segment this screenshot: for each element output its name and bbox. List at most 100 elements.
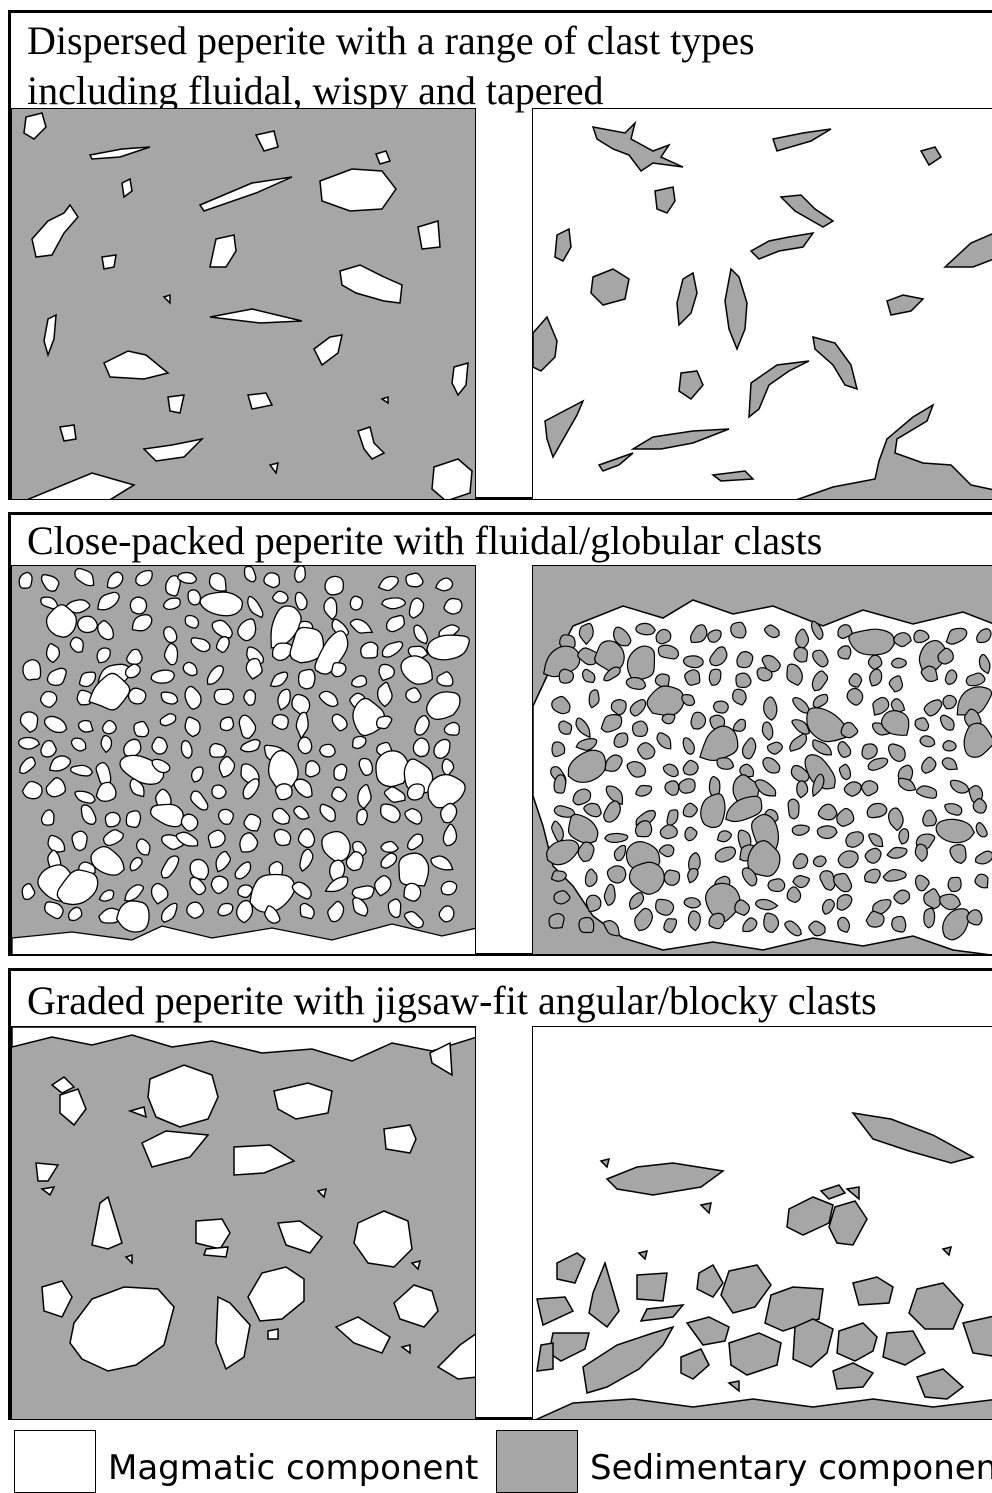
clast <box>78 616 98 632</box>
clast <box>127 649 142 664</box>
clast <box>381 853 396 868</box>
clast <box>98 592 119 609</box>
clast <box>152 884 168 904</box>
clast <box>552 742 565 757</box>
clast <box>81 805 95 824</box>
clast <box>48 836 64 852</box>
clast <box>151 670 174 683</box>
clast <box>559 669 573 683</box>
clast <box>274 829 290 845</box>
clast <box>124 739 141 756</box>
clast <box>319 691 337 706</box>
clast <box>214 689 233 704</box>
clast <box>409 598 423 618</box>
clast <box>126 811 140 827</box>
clast <box>353 898 368 916</box>
clast <box>306 761 320 777</box>
clast <box>235 862 251 879</box>
clast <box>181 741 192 758</box>
clast <box>685 670 700 685</box>
clast <box>271 672 288 686</box>
clast <box>375 876 391 896</box>
clast <box>164 627 177 643</box>
clast <box>151 804 184 826</box>
top-magmatic-margin <box>12 1027 476 1061</box>
clast <box>185 686 201 709</box>
clast <box>441 881 456 894</box>
clast <box>443 824 456 845</box>
clast <box>381 804 400 822</box>
clast <box>439 906 454 922</box>
sedimentary-host-sketch <box>532 1026 992 1420</box>
clast <box>377 716 392 728</box>
clast <box>427 692 460 719</box>
clast <box>183 662 197 675</box>
clast <box>190 877 206 894</box>
clast <box>399 853 429 886</box>
clast <box>664 870 679 885</box>
clast <box>414 625 427 643</box>
clast <box>655 674 669 687</box>
magmatic-swatch <box>14 1430 96 1493</box>
clast <box>71 765 93 776</box>
clast <box>47 668 66 685</box>
clast <box>431 856 453 870</box>
clast <box>161 856 178 878</box>
clast <box>295 592 307 609</box>
clast <box>91 847 124 876</box>
panel-title: Close-packed peperite with fluidal/globu… <box>27 517 822 565</box>
clast <box>70 637 83 652</box>
magmatic-clasts <box>24 113 472 500</box>
clast <box>427 635 469 660</box>
clast <box>404 912 423 928</box>
clast <box>69 907 82 920</box>
clast <box>549 914 564 928</box>
clast <box>384 787 405 802</box>
magmatic-clasts <box>36 1043 476 1379</box>
clast <box>244 566 255 581</box>
clast <box>165 644 178 665</box>
clast <box>731 622 746 638</box>
clast <box>220 717 233 730</box>
clast <box>273 808 290 824</box>
clast <box>292 882 311 899</box>
clast <box>20 712 37 732</box>
clast <box>219 809 234 824</box>
clast <box>415 716 429 735</box>
clast <box>208 830 225 847</box>
clast <box>579 917 594 932</box>
clast <box>554 891 570 904</box>
clast <box>19 737 40 749</box>
clast <box>207 666 223 684</box>
clast <box>243 779 259 799</box>
clast <box>211 876 228 893</box>
clast <box>161 692 177 704</box>
clast <box>241 740 260 752</box>
panel-title: Dispersed peperite with a range of clast… <box>27 17 755 65</box>
clast-field-2 <box>533 566 992 955</box>
clast <box>633 721 648 736</box>
clast <box>326 877 348 892</box>
clast <box>97 648 110 663</box>
magmatic-clasts <box>12 566 476 955</box>
clast <box>387 616 405 632</box>
clast <box>132 615 151 631</box>
clast <box>264 573 279 588</box>
clast <box>185 615 198 628</box>
clast <box>322 832 350 863</box>
sedimentary-legend-label: Sedimentary component <box>590 1448 992 1488</box>
clast <box>129 688 146 704</box>
clast <box>605 833 628 842</box>
clast <box>656 629 671 643</box>
clast <box>300 903 314 918</box>
clast <box>332 714 347 730</box>
clast <box>382 598 406 609</box>
clast <box>408 834 423 850</box>
clast <box>20 757 35 773</box>
clast <box>136 570 152 585</box>
clast <box>190 859 208 879</box>
clast <box>99 890 113 901</box>
clast <box>361 642 378 658</box>
clast <box>46 778 65 797</box>
clast <box>104 830 124 846</box>
